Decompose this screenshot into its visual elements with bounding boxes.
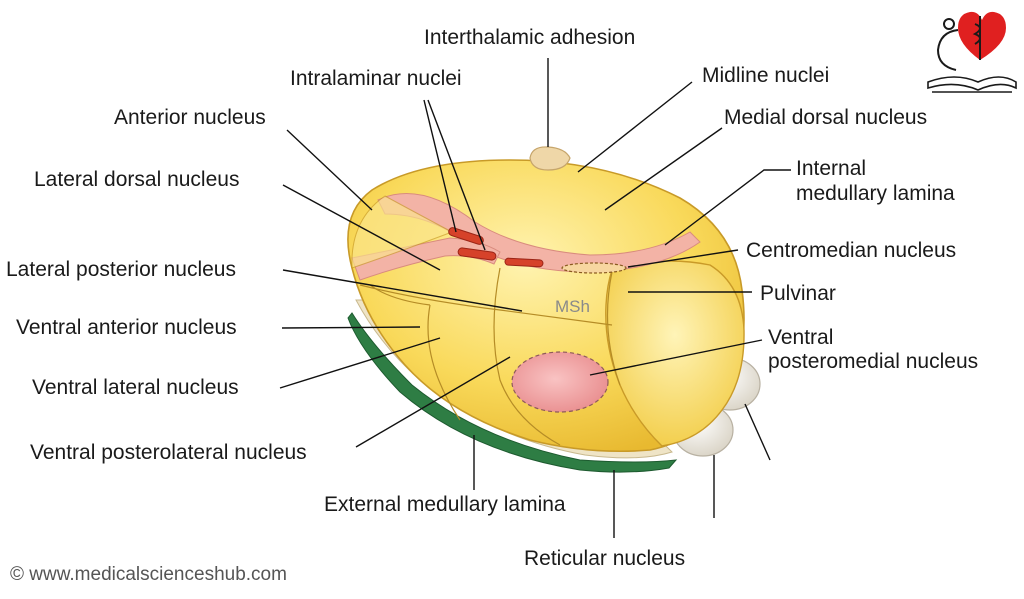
- label-medial-dorsal-nucleus: Medial dorsal nucleus: [724, 106, 927, 129]
- vpm-nucleus-region: [511, 351, 609, 413]
- label-interthalamic-adhesion: Interthalamic adhesion: [424, 26, 635, 49]
- leader-vpl: [355, 356, 511, 448]
- centromedian-nucleus-region: [561, 262, 627, 274]
- leader-centromedian: [627, 249, 739, 268]
- label-ventral-posterolateral-nucleus: Ventral posterolateral nucleus: [30, 441, 307, 464]
- open-book-icon: [927, 76, 1017, 93]
- label-midline-nuclei: Midline nuclei: [702, 64, 829, 87]
- leader-midline: [577, 81, 693, 173]
- interthalamic-adhesion-stub: [529, 146, 571, 171]
- leader-lateral-posterior: [282, 269, 523, 312]
- label-reticular-nucleus: Reticular nucleus: [524, 547, 685, 570]
- label-internal-medullary-lamina-1: Internal: [796, 157, 866, 180]
- leader-lateral-geniculate: [744, 403, 771, 461]
- label-pulvinar: Pulvinar: [760, 282, 836, 305]
- thalamus-illustration: MSh: [347, 146, 761, 473]
- label-lateral-dorsal-nucleus: Lateral dorsal nucleus: [34, 168, 239, 191]
- watermark-msh: MSh: [555, 297, 590, 316]
- label-vpm-2: posteromedial nucleus: [768, 350, 978, 373]
- label-anterior-nucleus: Anterior nucleus: [114, 106, 266, 129]
- leader-anterior: [286, 129, 373, 211]
- leader-intralaminar-b: [427, 99, 486, 251]
- leader-intralaminar-a: [423, 99, 457, 233]
- label-external-medullary-lamina: External medullary lamina: [324, 493, 566, 516]
- leader-lines: [279, 58, 791, 538]
- leader-internal-lamina: [664, 169, 791, 246]
- leader-lateral-dorsal: [282, 184, 441, 271]
- label-intralaminar-nuclei: Intralaminar nuclei: [290, 67, 462, 90]
- stethoscope-icon: [936, 16, 981, 71]
- label-internal-medullary-lamina-2: medullary lamina: [796, 182, 955, 205]
- reticular-nucleus-band: [347, 312, 678, 473]
- leader-ventral-lateral: [279, 337, 441, 389]
- intralaminar-nuclei-marks: [448, 227, 544, 268]
- leader-ventral-anterior: [281, 326, 421, 329]
- leader-vpm: [589, 339, 763, 376]
- heart-icon: [958, 11, 1006, 60]
- label-centromedian-nucleus: Centromedian nucleus: [746, 239, 956, 262]
- medical-sciences-hub-logo: [927, 11, 1017, 93]
- label-ventral-lateral-nucleus: Ventral lateral nucleus: [32, 376, 239, 399]
- leader-medial-dorsal: [604, 127, 723, 211]
- label-lateral-posterior-nucleus: Lateral posterior nucleus: [6, 258, 236, 281]
- labels: Interthalamic adhesion Intralaminar nucl…: [6, 26, 978, 570]
- label-vpm-1: Ventral: [768, 326, 833, 349]
- stethoscope-chest-piece-icon: [943, 18, 955, 30]
- division-lines: [359, 267, 621, 446]
- label-ventral-anterior-nucleus: Ventral anterior nucleus: [16, 316, 237, 339]
- copyright-notice: © www.medicalscienceshub.com: [10, 564, 287, 585]
